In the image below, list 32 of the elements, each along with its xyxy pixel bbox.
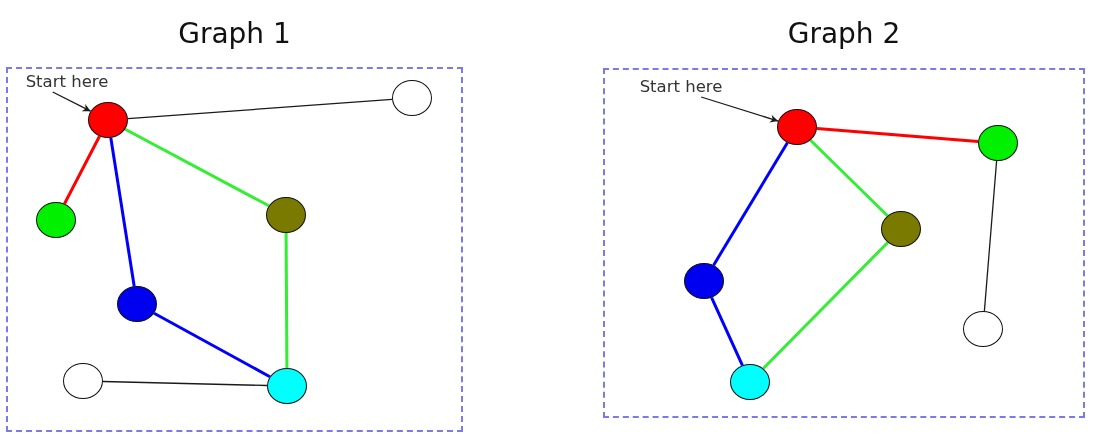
edge-line bbox=[102, 380, 268, 387]
edge-line bbox=[127, 98, 393, 120]
edge-line bbox=[109, 137, 136, 287]
circle-node bbox=[63, 363, 103, 399]
edge-line bbox=[712, 142, 789, 266]
annotation-text: Start here bbox=[639, 77, 723, 97]
circle-node bbox=[36, 202, 76, 238]
edge-line bbox=[809, 139, 889, 217]
arrow bbox=[700, 96, 779, 123]
graph-title: Graph 1 bbox=[178, 17, 291, 51]
circle-node bbox=[881, 211, 921, 247]
annotation-text: Start here bbox=[25, 72, 109, 92]
edge-line bbox=[63, 135, 101, 205]
edge-line bbox=[816, 127, 979, 143]
edge-line bbox=[284, 233, 289, 368]
circle-node bbox=[392, 80, 432, 116]
edge-line bbox=[762, 241, 889, 370]
circle-node bbox=[267, 368, 307, 404]
circle-node bbox=[88, 102, 128, 138]
edge-line bbox=[153, 312, 271, 378]
arrow bbox=[52, 91, 92, 112]
edge-line bbox=[124, 127, 270, 208]
circle-node bbox=[978, 125, 1018, 161]
edge-line bbox=[983, 160, 998, 312]
edge-line bbox=[710, 297, 744, 366]
circle-node bbox=[117, 286, 157, 322]
graph-title: Graph 2 bbox=[787, 17, 901, 51]
circle-node bbox=[730, 364, 770, 400]
circle-node bbox=[266, 197, 306, 233]
circle-node bbox=[963, 311, 1003, 347]
circle-node bbox=[684, 263, 724, 299]
circle-node bbox=[777, 109, 817, 145]
